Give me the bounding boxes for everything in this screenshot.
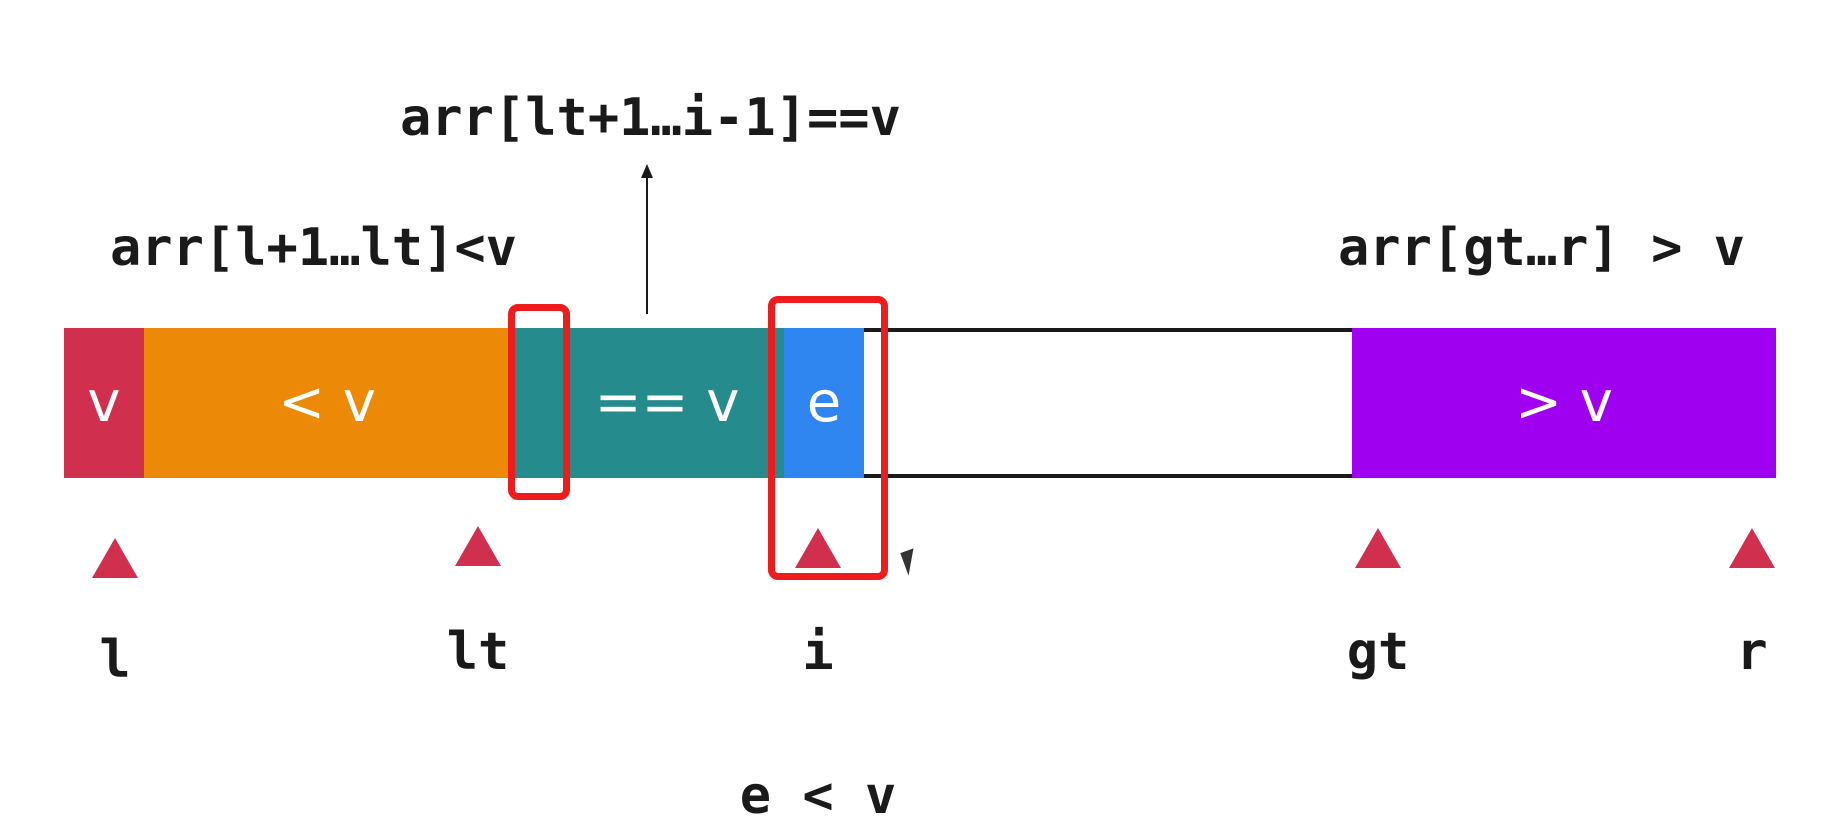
equal-range-arrow-line (646, 176, 648, 314)
equal-range-label: arr[lt+1…i-1]==v (400, 88, 901, 148)
pivot-segment: v (64, 328, 144, 478)
pointer-i-icon (795, 528, 841, 568)
pointer-r-label: r (1736, 622, 1768, 682)
equal-segment: == v (510, 328, 784, 478)
equal-segment-label: == v (594, 370, 740, 435)
pointer-l-label: l (99, 630, 131, 690)
greater-segment: > v (1352, 328, 1776, 478)
lt-plus-one-highlight (508, 304, 570, 500)
pointer-i-label: i (802, 622, 834, 682)
less-segment-label: < v (278, 370, 376, 435)
condition-label: e < v (739, 766, 897, 826)
current-element-highlight (768, 296, 888, 580)
pointer-lt-label: lt (446, 622, 510, 682)
greater-range-label: arr[gt…r] > v (1338, 218, 1745, 278)
pointer-lt-icon (455, 526, 501, 566)
less-range-label: arr[l+1…lt]<v (110, 218, 517, 278)
greater-segment-label: > v (1515, 370, 1613, 435)
mouse-cursor-icon (900, 548, 922, 576)
current-element-label: e (806, 370, 842, 435)
arrow-up-icon (641, 164, 653, 178)
current-element-segment: e (784, 328, 864, 478)
pivot-segment-label: v (87, 370, 121, 435)
pointer-gt-icon (1355, 528, 1401, 568)
less-segment: < v (144, 328, 510, 478)
pointer-r-icon (1729, 528, 1775, 568)
pointer-l-icon (92, 538, 138, 578)
pointer-gt-label: gt (1346, 622, 1410, 682)
unprocessed-segment (864, 328, 1352, 478)
